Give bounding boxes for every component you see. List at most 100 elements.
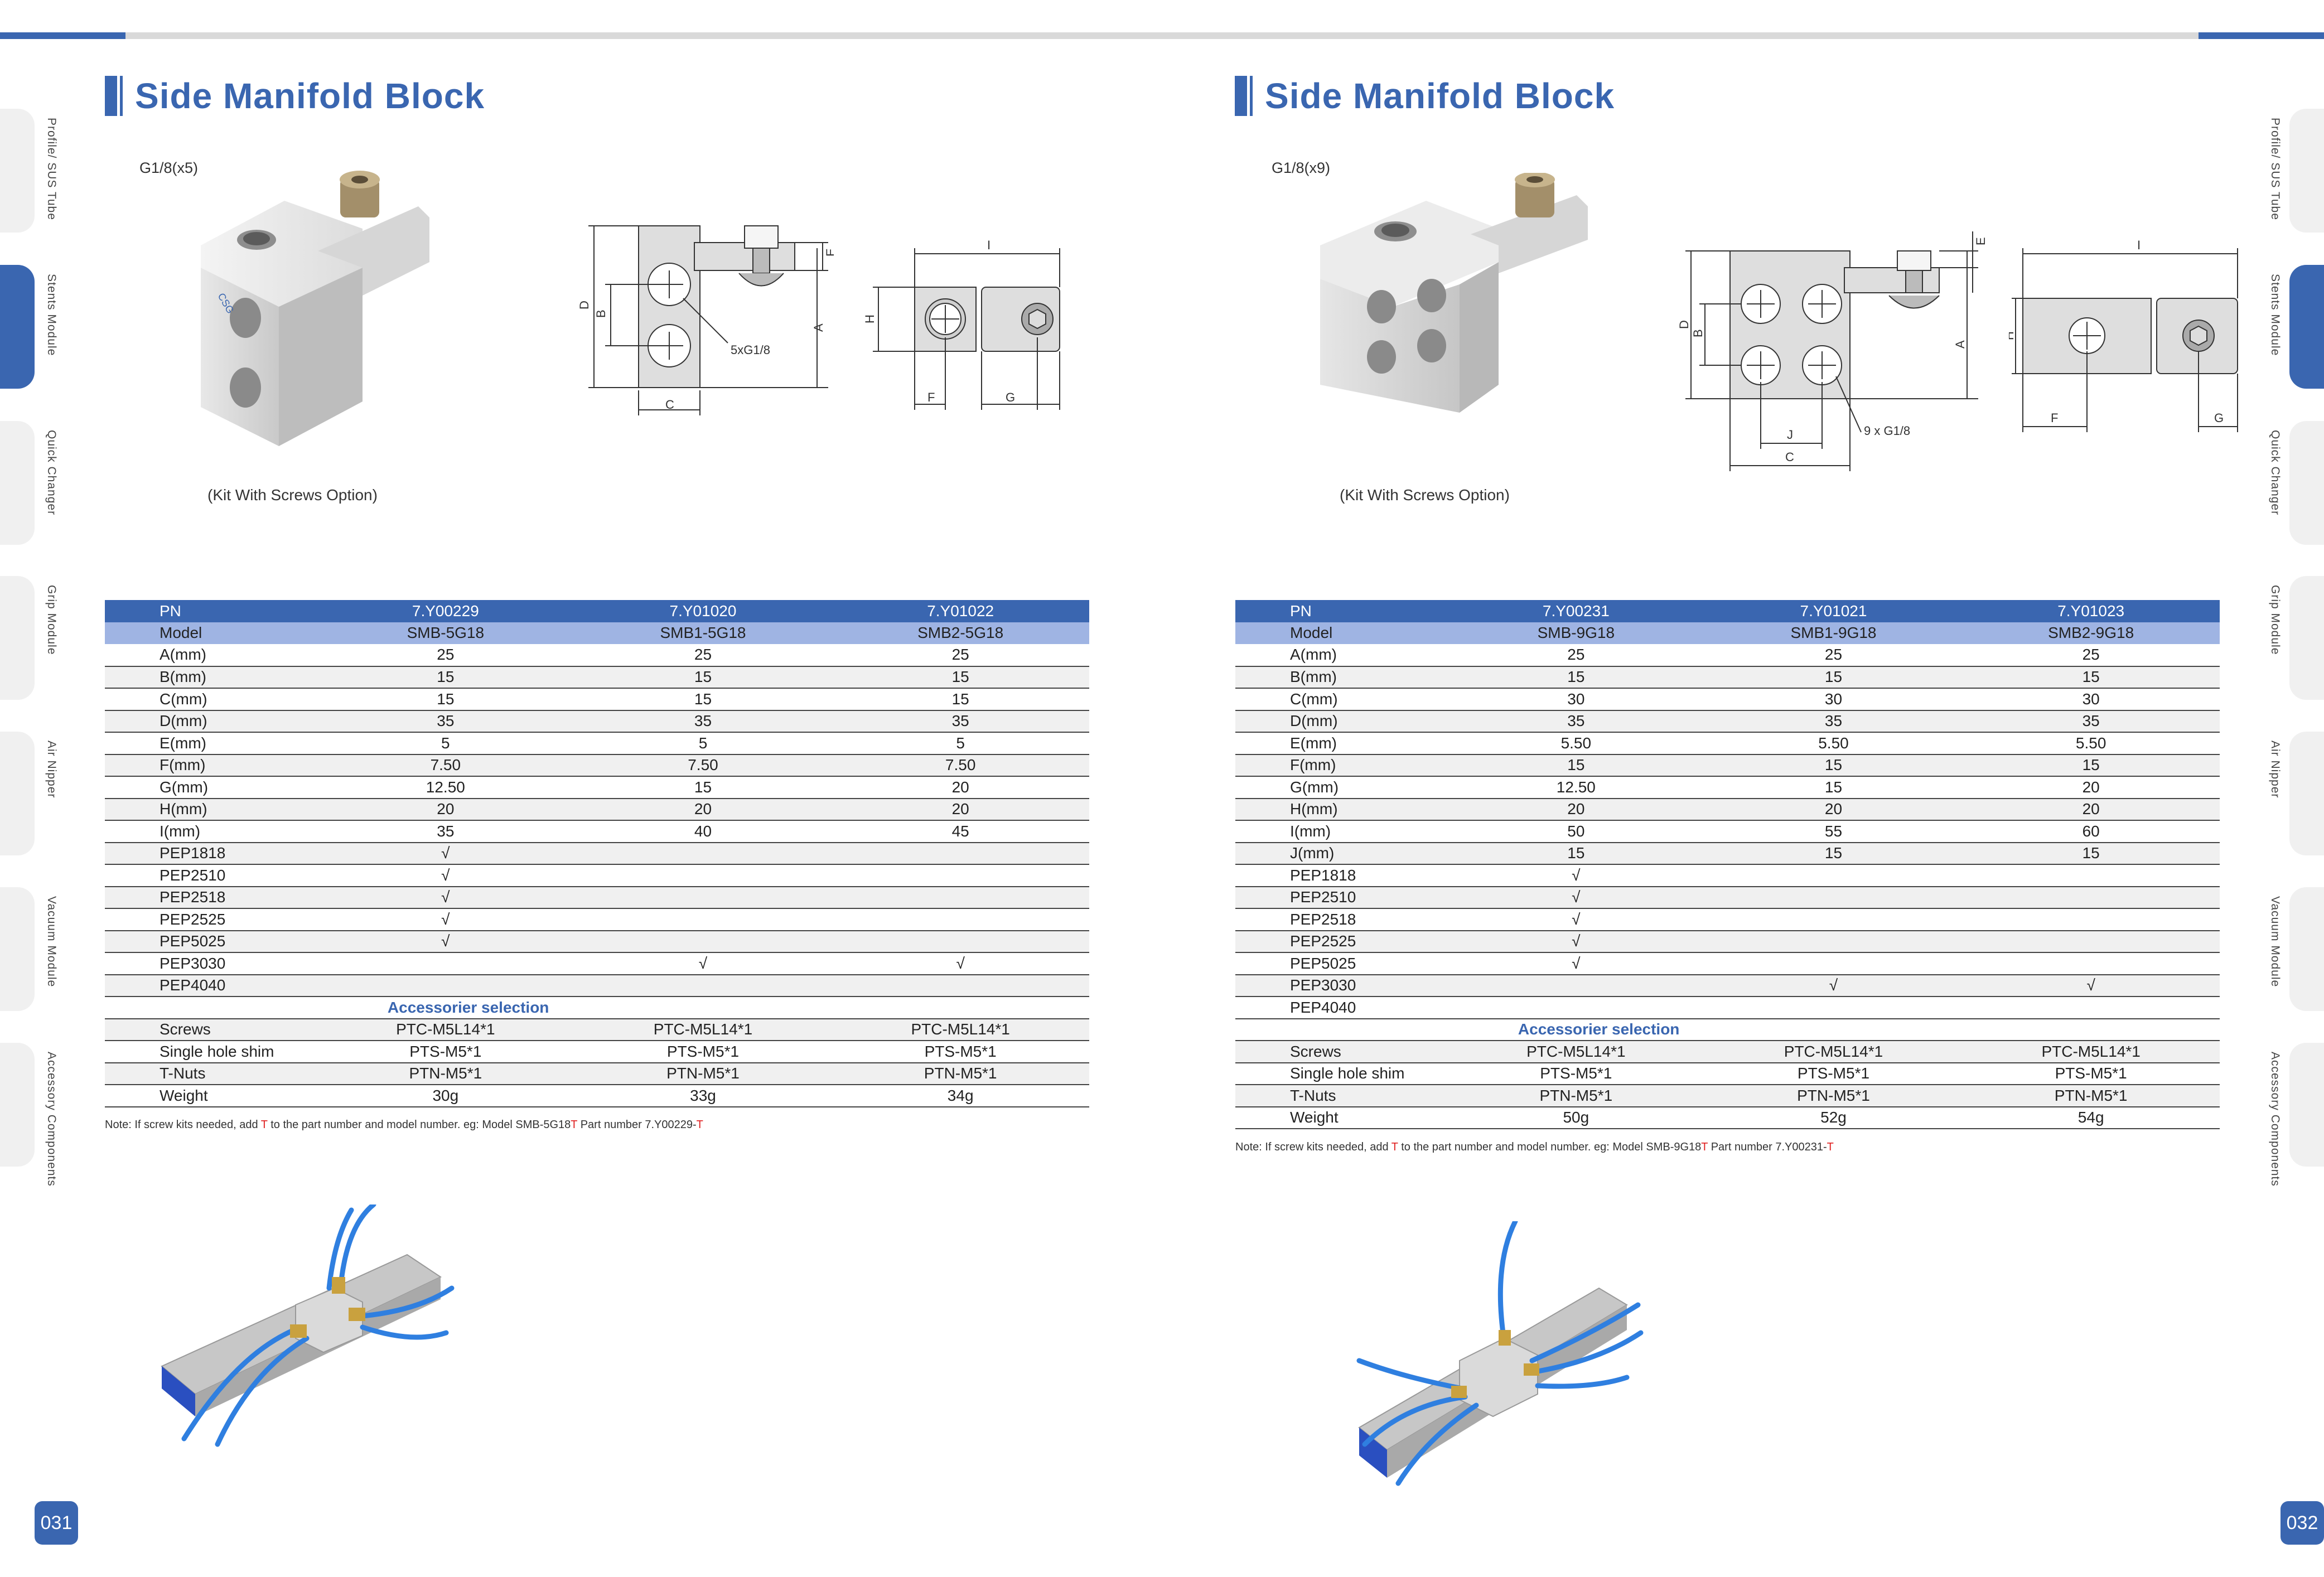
cell-value: 35 [317,710,574,733]
table-row: PEP2525√ [105,908,1089,931]
side-tab-accessory-components[interactable]: Accessory Components [2269,1043,2324,1187]
row-label: G(mm) [105,776,317,799]
top-accent-left [0,32,125,39]
cell-value: 52g [1704,1106,1963,1129]
row-label: Single hole shim [1235,1062,1447,1085]
side-tab-quick-changer[interactable]: Quick Changer [2269,421,2324,545]
row-label: PEP2510 [105,864,317,887]
side-tab-label: Grip Module [45,585,58,655]
row-label: H(mm) [1235,798,1447,821]
row-label: T-Nuts [105,1062,317,1085]
manifold-block-photo [1320,173,1588,413]
title-bar-icon [1235,76,1253,116]
side-tab-vacuum-module[interactable]: Vacuum Module [2269,887,2324,1011]
table-row: PEP5025√ [105,930,1089,953]
note-right: Note: If screw kits needed, add T to the… [1235,1141,1834,1153]
cell-value: 12.50 [1447,776,1705,799]
dim-A: A [1953,340,1967,349]
row-label: PEP2525 [1235,930,1447,953]
side-tab-label: Quick Changer [45,430,58,516]
row-label: Weight [105,1085,317,1107]
cell-value: 15 [574,688,832,711]
cell-value: 7.Y00231 [1447,600,1705,622]
cell-value: 20 [1704,798,1963,821]
table-row: PEP4040 [1235,996,2220,1019]
cell-value: 15 [574,776,832,799]
page-title: Side Manifold Block [135,76,485,116]
cell-value: 20 [1447,798,1705,821]
side-tab-vacuum-module[interactable]: Vacuum Module [0,887,58,1011]
cell-value: 12.50 [317,776,574,799]
thread-label: G1/8(x9) [1272,159,1331,176]
cell-value: 25 [574,644,832,667]
row-label: D(mm) [105,710,317,733]
cell-value: 15 [317,688,574,711]
cell-value: 15 [1704,842,1963,865]
side-tab-grip-module[interactable]: Grip Module [0,576,58,700]
cell-value: 15 [317,666,574,689]
cell-value: 40 [574,820,832,843]
dim-F: F [2051,411,2058,425]
side-tab-air-nipper[interactable]: Air Nipper [0,732,58,855]
section-header: Accessorier selection [105,996,1089,1019]
title-bar-icon [105,76,123,116]
side-tab-quick-changer[interactable]: Quick Changer [0,421,58,545]
side-tab-accessory-components[interactable]: Accessory Components [0,1043,58,1187]
cell-value: √ [1447,952,1705,975]
top-accent-right [2199,32,2324,39]
side-tab-profile-sus-tube[interactable]: Profile/ SUS Tube [2269,109,2324,233]
dim-E: E [824,248,834,257]
cell-value: 60 [1962,820,2220,843]
cell-value: 15 [574,666,832,689]
cell-value [832,930,1089,953]
side-tab-stents-module[interactable]: Stents Module [2269,265,2324,389]
row-label: H(mm) [105,798,317,821]
cell-value: 15 [1704,666,1963,689]
side-tab-label: Profile/ SUS Tube [2269,118,2282,220]
cell-value: 20 [1962,798,2220,821]
side-tab-grip-module[interactable]: Grip Module [2269,576,2324,700]
cell-value: 55 [1704,820,1963,843]
row-label: PEP4040 [105,974,317,997]
dim-I: I [2137,238,2141,252]
row-label: PN [1235,600,1447,622]
cell-value: 54g [1962,1106,2220,1129]
cell-value: 33g [574,1085,832,1107]
cell-value: 7.50 [317,754,574,777]
application-photo [1356,1221,1644,1486]
thread-label: G1/8(x5) [139,159,199,176]
cell-value [1962,864,2220,887]
table-row: PEP2518√ [1235,908,2220,931]
row-label: C(mm) [1235,688,1447,711]
dim-G: G [1006,390,1015,404]
cell-value: 5.50 [1447,732,1705,755]
row-label: F(mm) [105,754,317,777]
dim-H: H [2009,331,2016,340]
cell-value: SMB2-9G18 [1962,622,2220,644]
cell-value [574,886,832,909]
cell-value [832,886,1089,909]
cell-value: 5.50 [1704,732,1963,755]
cell-value: 30 [1447,688,1705,711]
side-tab-profile-sus-tube[interactable]: Profile/ SUS Tube [0,109,58,233]
cell-value: 25 [317,644,574,667]
side-tab-air-nipper[interactable]: Air Nipper [2269,732,2324,855]
row-label: I(mm) [1235,820,1447,843]
side-tab-label: Quick Changer [2269,430,2282,516]
cell-value: √ [1447,864,1705,887]
cell-value: 15 [1962,666,2220,689]
cell-value: 7.Y01022 [832,600,1089,622]
cell-value: PTN-M5*1 [1962,1085,2220,1107]
side-tab-stents-module[interactable]: Stents Module [0,265,58,389]
cell-value [574,974,832,997]
